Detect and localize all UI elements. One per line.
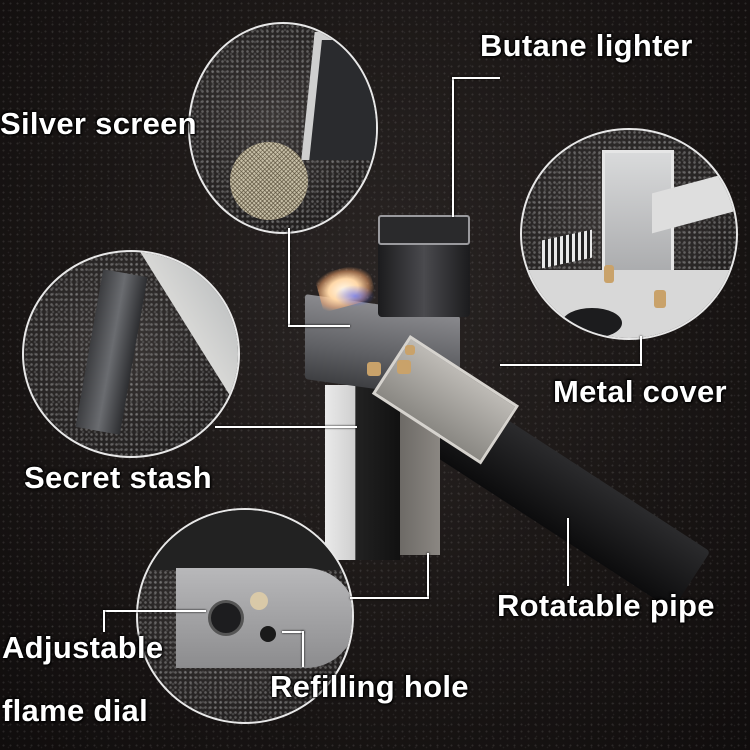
brass-pin [397, 360, 411, 374]
adjustable-dial-callout-line [103, 610, 105, 632]
lighter-cap [378, 215, 470, 245]
body-callout-line [427, 553, 429, 599]
screw-icon [250, 592, 268, 610]
silver-screen-detail [188, 22, 378, 234]
brass-pin [604, 265, 614, 283]
adjustable-dial-callout-line [103, 610, 206, 612]
refill-hole-icon [260, 626, 276, 642]
metal-cover-callout-line [640, 336, 642, 366]
pipe-bowl-part [301, 32, 376, 160]
bottom-valve-detail [136, 508, 354, 724]
silver-screen-mesh [230, 142, 308, 220]
flame-dial-icon [208, 600, 244, 636]
body-callout-line [350, 597, 429, 599]
label-metal-cover: Metal cover [553, 374, 727, 409]
label-refilling-hole: Refilling hole [270, 669, 469, 704]
metal-cover-callout-line [500, 364, 642, 366]
silver-screen-callout-line [288, 228, 290, 326]
label-butane-lighter: Butane lighter [480, 28, 693, 63]
refilling-hole-callout-line [302, 631, 304, 667]
cover-base [522, 270, 736, 338]
brass-pin [654, 290, 666, 308]
label-silver-screen: Silver screen [0, 106, 197, 141]
lighter-top-edge [138, 510, 352, 570]
label-adjustable-line1: Adjustable [2, 630, 164, 665]
bowl-hole [562, 308, 622, 338]
valve-plate [176, 568, 352, 668]
label-secret-stash: Secret stash [24, 460, 212, 495]
rotatable-pipe-callout-line [567, 518, 569, 586]
brass-pin [405, 345, 415, 355]
refilling-hole-callout-line [282, 631, 304, 633]
label-rotatable-pipe: Rotatable pipe [497, 588, 715, 623]
silver-screen-callout-line [288, 325, 350, 327]
label-adjustable-line2: flame dial [2, 693, 148, 728]
metal-cover-detail [520, 128, 738, 340]
butane-lighter-callout-line [452, 77, 454, 217]
secret-stash-callout-line [215, 426, 357, 428]
brass-pin [367, 362, 381, 376]
flame-core [335, 285, 375, 307]
secret-stash-detail [22, 250, 240, 458]
butane-lighter-callout-line [452, 77, 500, 79]
